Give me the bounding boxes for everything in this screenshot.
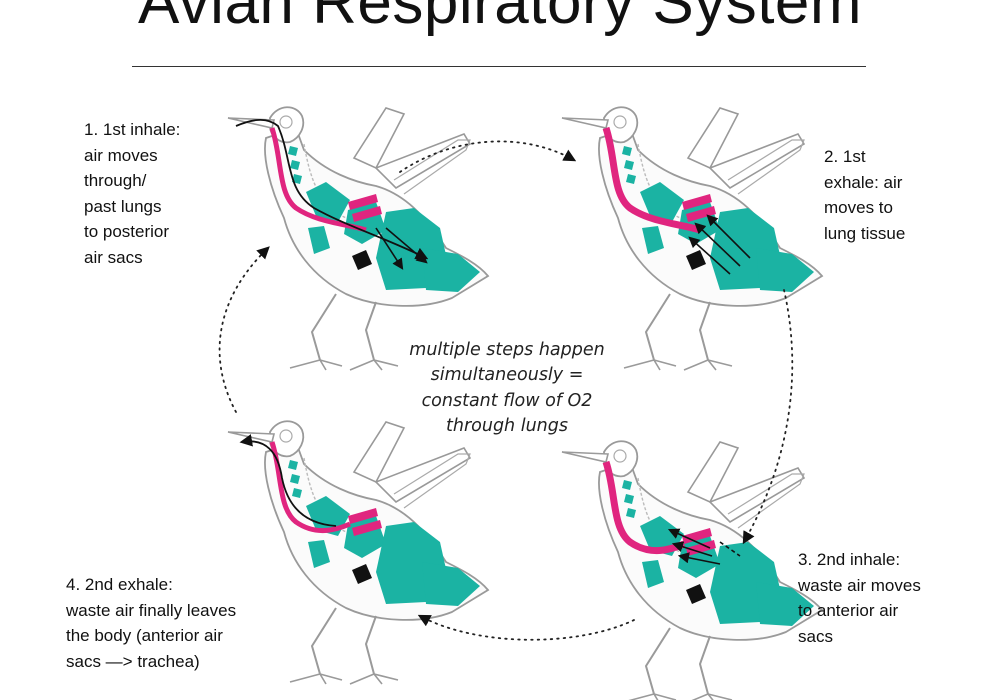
step-4-label: 4. 2nd exhale: waste air finally leaves … bbox=[66, 575, 237, 671]
title-divider bbox=[132, 66, 866, 67]
bird-step-1 bbox=[227, 106, 489, 371]
bird-step-4 bbox=[227, 420, 489, 685]
step-1-label: 1. 1st inhale: air moves through/ past l… bbox=[84, 120, 181, 267]
step-3-label: 3. 2nd inhale: waste air moves to anteri… bbox=[798, 550, 921, 646]
cycle-arrows bbox=[218, 140, 794, 641]
center-note: multiple steps happen simultaneously = c… bbox=[409, 340, 605, 437]
step-2-label: 2. 1st exhale: air moves to lung tissue bbox=[824, 147, 906, 243]
diagram-title: Avian Respiratory System bbox=[137, 0, 863, 37]
bird-step-2 bbox=[561, 106, 823, 371]
bird-step-3 bbox=[561, 440, 823, 700]
